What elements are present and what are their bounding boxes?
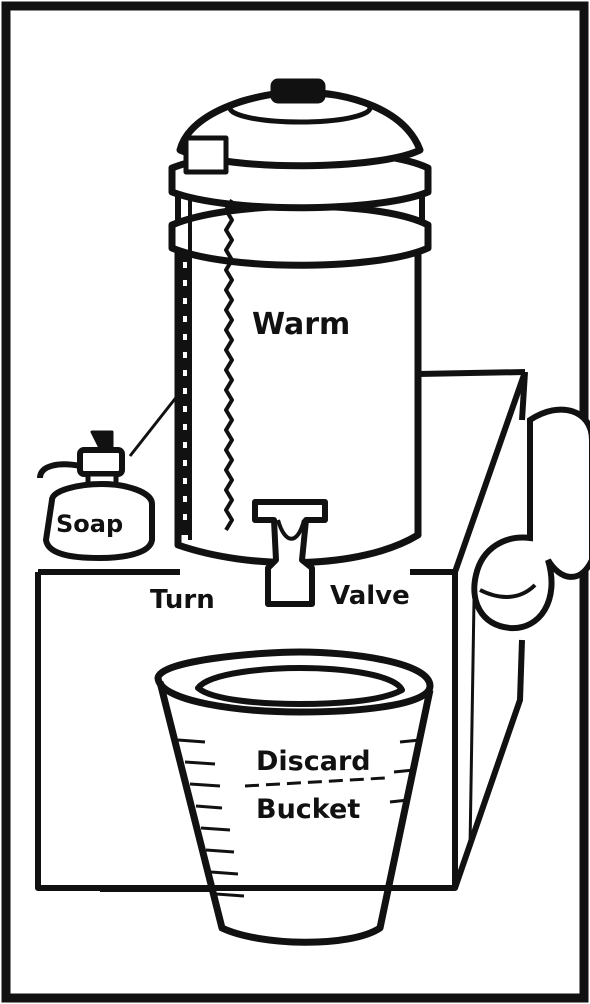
warm-label: Warm: [252, 307, 350, 342]
valve-label: Valve: [330, 581, 410, 611]
hand-shape: [474, 410, 590, 628]
soap-label: Soap: [56, 510, 123, 538]
bucket-label: Bucket: [256, 794, 360, 825]
turn-label: Turn: [150, 585, 215, 615]
discard-label: Discard: [256, 746, 371, 777]
